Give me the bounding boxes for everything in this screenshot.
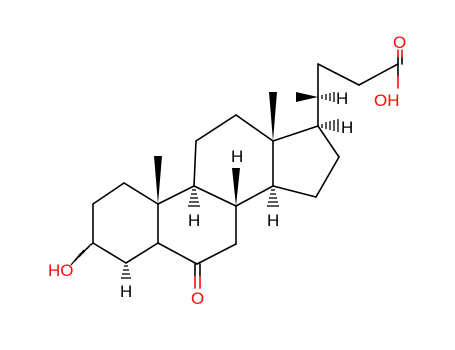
h-c9-hash — [188, 189, 200, 207]
ring-a — [92, 182, 159, 264]
oh-label-acid: OH — [374, 91, 400, 110]
h-label-c14: H — [267, 211, 279, 230]
h-label-c5: H — [120, 282, 132, 301]
h-c14-hash — [267, 189, 279, 207]
h-label-c9: H — [188, 211, 200, 230]
h-c17-hash — [321, 119, 339, 132]
h-label-c8: H — [231, 147, 243, 166]
h-label-c20: H — [336, 89, 348, 108]
methyl-c20-wedge — [296, 92, 318, 102]
methyl-c10-wedge — [154, 156, 162, 204]
ring-d — [272, 125, 340, 198]
o-label-acid-carbonyl: O — [393, 33, 406, 52]
side-chain — [317, 49, 403, 127]
h-c20-hash — [321, 92, 335, 102]
oh-c3-hash — [70, 242, 94, 266]
o-label-c6: O — [191, 289, 204, 308]
ring-c — [193, 114, 274, 207]
h-c8-wedge — [232, 168, 240, 206]
ho-label-c3: HO — [48, 261, 74, 280]
h-label-c17: H — [341, 118, 353, 137]
methyl-c13-wedge — [269, 92, 277, 141]
h-c5-hash — [121, 265, 131, 279]
ring-b — [157, 185, 237, 265]
ketone-c6 — [194, 263, 201, 289]
